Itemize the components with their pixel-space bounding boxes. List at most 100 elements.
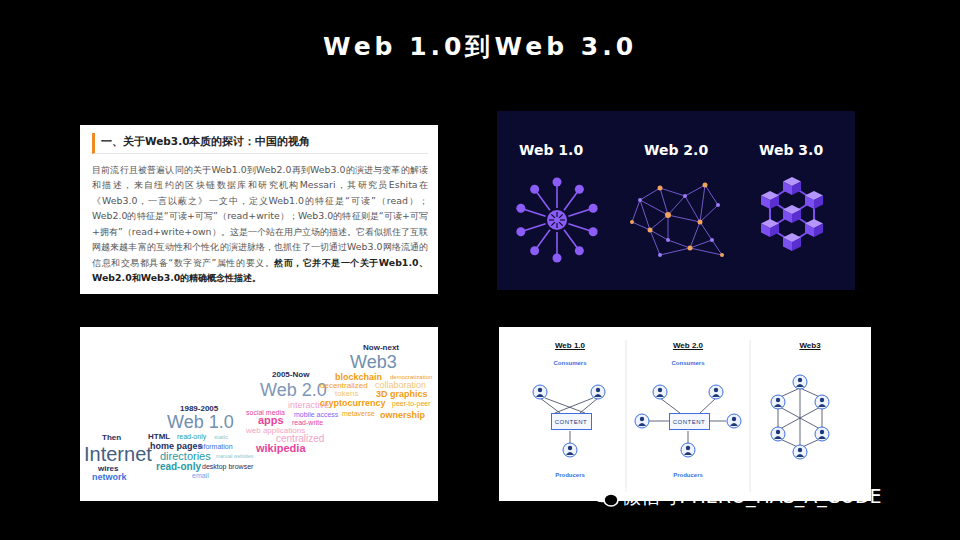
person-body [638,423,646,426]
person-body [684,452,692,455]
navy-panel [497,111,855,290]
divider [750,340,751,492]
cloud-word: apps [258,415,284,426]
article-card: 一、关于Web3.0本质的探讨：中国的视角目前流行且被普遍认同的关于Web1.0… [80,125,438,294]
article-body: 目前流行且被普遍认同的关于Web1.0到Web2.0再到Web3.0的演进与变革… [92,162,428,286]
diagram-label: Producers [555,472,585,478]
person-circle [771,395,785,409]
cloud-word: directories [160,451,211,462]
person-body [712,394,720,397]
person-body [774,436,782,439]
cloud-word: collaboration [375,381,426,390]
cube-left [805,196,814,210]
person-circle [771,427,785,441]
mesh-dots [630,183,724,258]
diagram-card [499,327,871,501]
hub-dot [516,227,525,236]
cloud-word: Web 1.0 [167,413,234,431]
person-circle [681,443,695,457]
hub-mark [559,222,563,226]
mesh-dots-purple [638,194,720,257]
person-body [536,394,544,397]
cloud-word: Internet [84,444,152,464]
cube-left [783,210,792,224]
person-head [776,398,780,402]
cloud-word: email [192,472,209,479]
person-body [594,394,602,397]
cloud-word: home pages [150,442,203,451]
person-circle [709,385,723,399]
cloud-word: read-only [156,462,201,472]
cloud-word: cryptocurrency [320,399,386,408]
cloud-word: static [214,434,228,440]
diagram-label: Consumers [671,360,704,366]
divider [626,340,627,492]
person-body [796,384,804,387]
person-body [656,394,664,397]
person-head [732,417,736,421]
cloud-word: tokens [335,390,359,398]
cloud-word: HTML [148,433,170,441]
cloud-word: desktop browser [202,463,253,470]
person-circle [591,385,605,399]
cloud-word: read-write [292,419,323,426]
person-circle [815,395,829,409]
cloud-word: Now-next [363,344,399,352]
cloud-word: Then [102,434,121,442]
hub-dot [589,204,598,213]
hub-mark [556,212,557,217]
person-circle [653,385,667,399]
cloud-word: 1989-2005 [180,405,218,413]
cube-right [814,224,823,238]
hub-network [516,178,597,263]
person-icons [533,375,829,459]
person-body [818,436,826,439]
cloud-word: 3D graphics [376,390,428,399]
person-head [686,446,690,450]
diagram-card: Web 1.0ConsumersProducersWeb 2.0Consumer… [499,327,871,501]
cloud-word: read-only [177,433,206,440]
hub-mark [559,214,563,218]
cube-left [761,196,770,210]
cube-right [814,196,823,210]
person-head [820,430,824,434]
person-body [566,452,574,455]
cube-right [792,238,801,252]
hub-dot [589,227,598,236]
diagram-label: Web 2.0 [673,342,703,350]
cloud-word: metaverse [342,410,375,417]
cloud-word: information [198,443,233,450]
person-body [818,404,826,407]
person-head [640,417,644,421]
person-circle [815,427,829,441]
cube-right [792,182,801,196]
cube-left [761,224,770,238]
person-head [820,398,824,402]
cloud-word: network [92,473,127,482]
hub-dot [553,178,562,187]
diagram-label: Web 1.0 [555,342,585,350]
content-box: CONTENT [551,413,592,430]
hub-dot [530,246,539,255]
person-head [568,446,572,450]
cloud-word: 2005-Now [272,371,309,379]
cube-left [805,224,814,238]
cube-left [783,238,792,252]
article-heading: 一、关于Web3.0本质的探讨：中国的视角 [92,133,428,154]
person-circle [563,443,577,457]
wechat-icon [593,487,618,507]
person-head [596,388,600,392]
cloud-word: Web3 [350,353,397,371]
hub-dot [553,254,562,263]
navy-panel: Web 1.0Web 2.0Web 3.0 [497,111,855,290]
person-body [796,454,804,457]
cloud-word: Web 2.0 [260,381,327,399]
diagram-label: Producers [673,472,703,478]
person-head [538,388,542,392]
cube-left [783,182,792,196]
hub-mark [556,223,557,228]
person-head [658,388,662,392]
watermark: 微信号: HERO_HAS_A_CODE [622,484,882,510]
hub-dot [575,246,584,255]
person-circle [793,375,807,389]
